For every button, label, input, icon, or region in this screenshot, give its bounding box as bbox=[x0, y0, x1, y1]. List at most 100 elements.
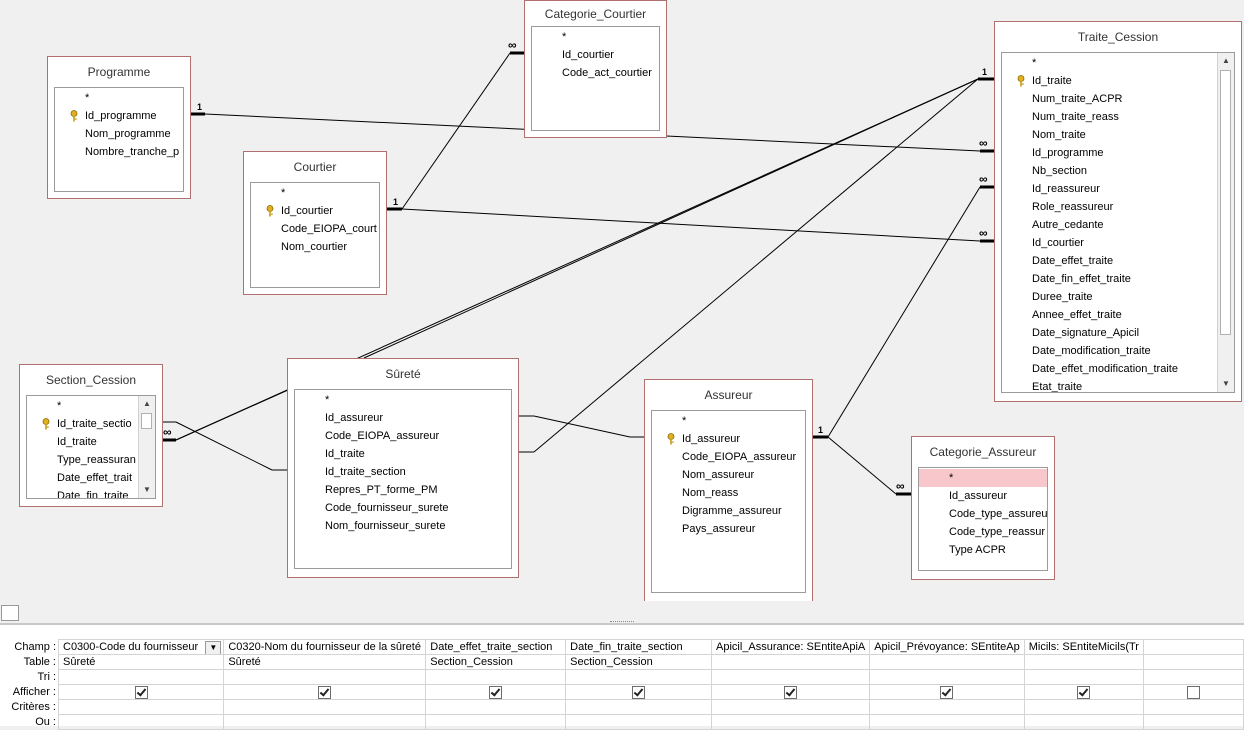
all-fields-item[interactable]: * bbox=[251, 184, 379, 202]
scroll-down-icon[interactable]: ▼ bbox=[143, 485, 151, 494]
grid-cell-champ[interactable]: Apicil_Prévoyance: SEntiteAp bbox=[869, 639, 1025, 655]
field-item[interactable]: Id_programme bbox=[55, 107, 183, 125]
design-grid-selector[interactable] bbox=[1, 605, 19, 621]
field-item[interactable]: Date_fin_effet_traite bbox=[1002, 270, 1234, 288]
grid-cell-champ[interactable]: Date_effet_traite_section bbox=[425, 639, 567, 655]
all-fields-item[interactable]: * bbox=[919, 469, 1047, 487]
table-title[interactable]: Traite_Cession bbox=[1077, 30, 1159, 44]
grid-cell-table[interactable] bbox=[1023, 654, 1144, 670]
grid-cell-criteres[interactable] bbox=[1023, 699, 1144, 715]
field-item[interactable]: Nom_courtier bbox=[251, 238, 379, 256]
field-item[interactable]: Code_EIOPA_assureur bbox=[295, 427, 511, 445]
show-checkbox[interactable] bbox=[1077, 685, 1091, 699]
all-fields-item[interactable]: * bbox=[1002, 54, 1234, 72]
field-item[interactable]: Nom_traite bbox=[1002, 126, 1234, 144]
dropdown-arrow-icon[interactable]: ▼ bbox=[205, 641, 222, 654]
field-item[interactable]: Id_traite_sectio bbox=[27, 415, 155, 433]
scroll-thumb[interactable] bbox=[1220, 70, 1231, 335]
grid-cell-table[interactable] bbox=[1142, 654, 1244, 670]
field-item[interactable]: Code_type_reassur bbox=[919, 523, 1047, 541]
grid-cell-ou[interactable] bbox=[1142, 714, 1244, 730]
field-item[interactable]: Digramme_assureur bbox=[652, 502, 805, 520]
grid-cell-table[interactable]: Sûreté bbox=[223, 654, 427, 670]
grid-cell-ou[interactable] bbox=[425, 714, 567, 730]
grid-cell-criteres[interactable] bbox=[565, 699, 713, 715]
grid-cell-ou[interactable] bbox=[1023, 714, 1144, 730]
field-item[interactable]: Nom_reass bbox=[652, 484, 805, 502]
table-title[interactable]: Programme bbox=[87, 65, 151, 79]
field-item[interactable]: Date_signature_Apicil bbox=[1002, 324, 1234, 342]
field-item[interactable]: Date_effet_trait bbox=[27, 469, 155, 487]
table-title[interactable]: Categorie_Assureur bbox=[929, 445, 1037, 459]
field-item[interactable]: Num_traite_reass bbox=[1002, 108, 1234, 126]
field-item[interactable]: Nom_programme bbox=[55, 125, 183, 143]
show-checkbox[interactable] bbox=[134, 685, 148, 699]
field-item[interactable]: Code_type_assureu bbox=[919, 505, 1047, 523]
all-fields-item[interactable]: * bbox=[295, 391, 511, 409]
grid-cell-ou[interactable] bbox=[869, 714, 1025, 730]
field-item[interactable]: Duree_traite bbox=[1002, 288, 1234, 306]
field-item[interactable]: Id_traite bbox=[27, 433, 155, 451]
grid-cell-tri[interactable] bbox=[565, 669, 713, 685]
field-item[interactable]: Id_courtier bbox=[251, 202, 379, 220]
field-item[interactable]: Type_reassuran bbox=[27, 451, 155, 469]
grid-cell-tri[interactable] bbox=[1142, 669, 1244, 685]
grid-cell-afficher[interactable] bbox=[565, 684, 713, 700]
show-checkbox[interactable] bbox=[489, 685, 503, 699]
show-checkbox[interactable] bbox=[940, 685, 954, 699]
grid-cell-tri[interactable] bbox=[425, 669, 567, 685]
grid-cell-criteres[interactable] bbox=[57, 699, 225, 715]
show-checkbox[interactable] bbox=[1186, 685, 1200, 699]
grid-cell-champ[interactable]: Apicil_Assurance: SEntiteApiA bbox=[711, 639, 871, 655]
field-item[interactable]: Nom_fournisseur_surete bbox=[295, 517, 511, 535]
field-item[interactable]: Id_reassureur bbox=[1002, 180, 1234, 198]
field-item[interactable]: Nombre_tranche_p bbox=[55, 143, 183, 161]
table-title[interactable]: Section_Cession bbox=[45, 373, 137, 387]
all-fields-item[interactable]: * bbox=[27, 397, 155, 415]
table-title[interactable]: Assureur bbox=[704, 388, 753, 402]
table-title[interactable]: Sûreté bbox=[385, 367, 421, 381]
pane-splitter[interactable] bbox=[0, 601, 1244, 626]
field-item[interactable]: Date_fin_traite_ bbox=[27, 487, 155, 498]
grid-cell-champ[interactable] bbox=[1142, 639, 1244, 655]
grid-cell-criteres[interactable] bbox=[711, 699, 871, 715]
field-item[interactable]: Pays_assureur bbox=[652, 520, 805, 538]
grid-cell-afficher[interactable] bbox=[425, 684, 567, 700]
vertical-scrollbar[interactable]: ▲ ▼ bbox=[1217, 53, 1234, 392]
show-checkbox[interactable] bbox=[784, 685, 798, 699]
grid-cell-tri[interactable] bbox=[869, 669, 1025, 685]
grid-cell-champ[interactable]: C0300-Code du fournisseur▼ bbox=[57, 639, 225, 655]
grid-cell-champ[interactable]: C0320-Nom du fournisseur de la sûreté bbox=[223, 639, 427, 655]
grid-cell-tri[interactable] bbox=[223, 669, 427, 685]
grid-cell-afficher[interactable] bbox=[223, 684, 427, 700]
grid-cell-champ[interactable]: Micils: SEntiteMicils(Tr bbox=[1023, 639, 1144, 655]
field-item[interactable]: Code_act_courtier bbox=[532, 64, 659, 82]
field-item[interactable]: Date_effet_traite bbox=[1002, 252, 1234, 270]
field-item[interactable]: Id_programme bbox=[1002, 144, 1234, 162]
field-item[interactable]: Annee_effet_traite bbox=[1002, 306, 1234, 324]
table-title[interactable]: Courtier bbox=[293, 160, 337, 174]
scroll-down-icon[interactable]: ▼ bbox=[1222, 379, 1230, 388]
field-item[interactable]: Role_reassureur bbox=[1002, 198, 1234, 216]
table-title[interactable]: Categorie_Courtier bbox=[544, 7, 647, 21]
field-item[interactable]: Id_traite bbox=[1002, 72, 1234, 90]
field-item[interactable]: Type ACPR bbox=[919, 541, 1047, 559]
show-checkbox[interactable] bbox=[632, 685, 646, 699]
field-item[interactable]: Etat_traite bbox=[1002, 378, 1234, 392]
field-item[interactable]: Nom_assureur bbox=[652, 466, 805, 484]
grid-cell-table[interactable]: Section_Cession bbox=[425, 654, 567, 670]
all-fields-item[interactable]: * bbox=[55, 89, 183, 107]
field-item[interactable]: Repres_PT_forme_PM bbox=[295, 481, 511, 499]
grid-cell-tri[interactable] bbox=[57, 669, 225, 685]
all-fields-item[interactable]: * bbox=[532, 28, 659, 46]
